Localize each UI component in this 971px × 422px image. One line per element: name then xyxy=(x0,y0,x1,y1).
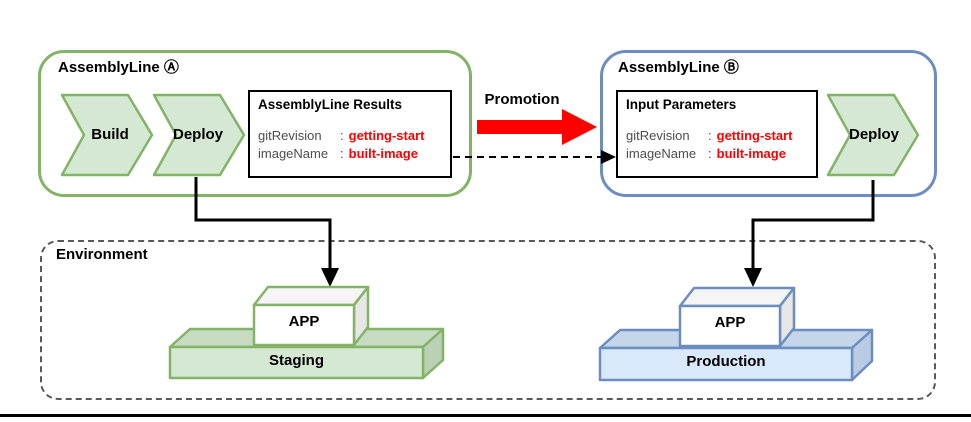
build-step-label: Build xyxy=(91,126,129,143)
results-rows: gitRevision: getting-start imageName: buil… xyxy=(258,127,424,163)
assemblyline-a-title: AssemblyLine Ⓐ xyxy=(58,59,179,76)
input-box-title: Input Parameters xyxy=(626,97,737,112)
environment-title: Environment xyxy=(56,246,148,263)
input-rows: gitRevision: getting-start imageName: buil… xyxy=(626,127,792,163)
staging-app-label: APP xyxy=(288,313,320,330)
results-gitrevision-key: gitRevision xyxy=(258,128,322,143)
input-gitrevision-sep: : xyxy=(708,128,712,143)
production-platform-label: Production xyxy=(686,353,766,370)
results-imagename-sep: : xyxy=(340,146,344,161)
input-imagename-sep: : xyxy=(708,146,712,161)
results-box-title: AssemblyLine Results xyxy=(258,97,403,112)
input-imagename-key: imageName xyxy=(626,146,697,161)
staging-platform-label: Staging xyxy=(269,352,324,369)
results-imagename-key: imageName xyxy=(258,146,329,161)
results-imagename-value: built-image xyxy=(348,146,418,161)
input-imagename-value: built-image xyxy=(716,146,786,161)
assemblyline-b-title: AssemblyLine Ⓑ xyxy=(618,59,739,76)
promotion-arrow xyxy=(477,109,597,145)
deploy-step-a-label: Deploy xyxy=(172,126,223,143)
assemblyline-results-box xyxy=(248,90,452,178)
input-row-gitrevision: gitRevision: getting-start xyxy=(626,127,792,145)
results-gitrevision-sep: : xyxy=(340,128,344,143)
input-parameters-box xyxy=(616,90,818,178)
results-row-gitrevision: gitRevision: getting-start xyxy=(258,127,424,145)
production-app-label: APP xyxy=(714,314,746,331)
input-gitrevision-key: gitRevision xyxy=(626,128,690,143)
results-gitrevision-value: getting-start xyxy=(348,128,425,143)
results-row-imagename: imageName: built-image xyxy=(258,145,424,163)
environment-container xyxy=(40,240,936,400)
bottom-divider-line xyxy=(0,414,971,417)
deploy-step-b-label: Deploy xyxy=(848,126,899,143)
promotion-label: Promotion xyxy=(484,91,560,108)
input-row-imagename: imageName: built-image xyxy=(626,145,792,163)
input-gitrevision-value: getting-start xyxy=(716,128,793,143)
